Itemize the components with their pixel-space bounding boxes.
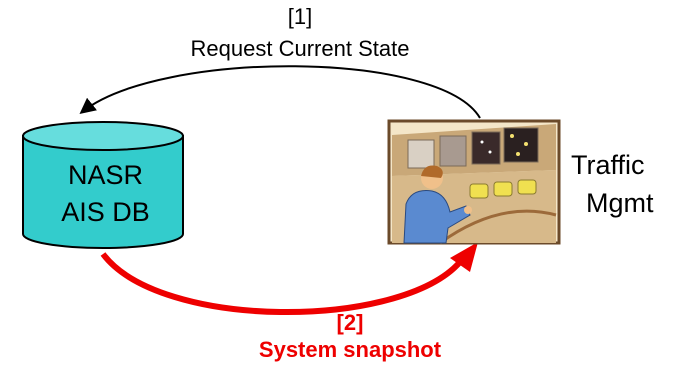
air-traffic-controller-clipart [387, 119, 561, 245]
snapshot-arrow [100, 242, 478, 316]
request-arrow [79, 65, 481, 119]
request-step-label: [1] [287, 4, 313, 29]
database-name-line2: AIS DB [61, 197, 150, 227]
traffic-mgmt-line2: Mgmt [586, 188, 654, 218]
traffic-mgmt-line1: Traffic [571, 150, 645, 180]
snapshot-label: System snapshot [258, 337, 442, 362]
database-name-line1: NASR [67, 160, 143, 190]
database-cylinder [22, 121, 184, 249]
request-label: Request Current State [190, 36, 410, 61]
snapshot-step-label: [2] [336, 310, 364, 335]
